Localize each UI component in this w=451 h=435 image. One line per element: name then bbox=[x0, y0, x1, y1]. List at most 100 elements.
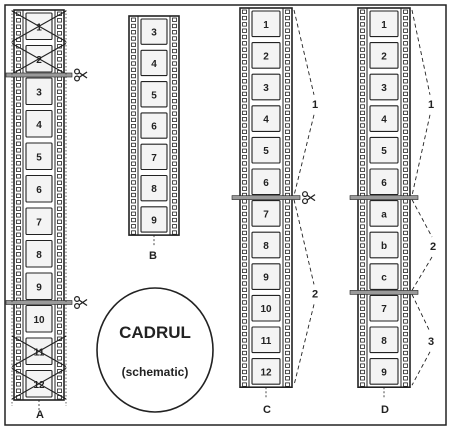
sprocket-hole bbox=[403, 306, 408, 311]
sprocket-hole bbox=[285, 268, 290, 273]
sprocket-hole bbox=[16, 167, 21, 172]
sprocket-hole bbox=[360, 180, 365, 185]
cross-out-mark bbox=[11, 10, 67, 42]
sprocket-hole bbox=[285, 28, 290, 33]
frame-number: 1 bbox=[263, 20, 269, 31]
sprocket-hole bbox=[57, 141, 62, 146]
sprocket-hole bbox=[360, 123, 365, 128]
sprocket-hole bbox=[285, 363, 290, 368]
sprocket-hole bbox=[285, 256, 290, 261]
sprocket-hole bbox=[360, 249, 365, 255]
sprocket-hole bbox=[285, 98, 290, 103]
sprocket-hole bbox=[242, 53, 247, 59]
sprocket-hole bbox=[131, 98, 136, 104]
sprocket-hole bbox=[403, 15, 408, 21]
film-frame: 4 bbox=[251, 105, 281, 132]
sprocket-hole bbox=[285, 300, 290, 305]
sprocket-hole bbox=[57, 278, 62, 283]
sprocket-hole bbox=[285, 22, 290, 27]
sprocket-hole bbox=[131, 192, 136, 198]
sprocket-hole bbox=[172, 230, 177, 235]
sprocket-hole bbox=[57, 122, 62, 127]
film-frame: 5 bbox=[25, 142, 53, 171]
sprocket-hole bbox=[57, 349, 62, 354]
sprocket-hole bbox=[242, 15, 247, 21]
frame-number: 3 bbox=[36, 87, 42, 98]
frame-number: 7 bbox=[263, 209, 269, 220]
sprocket-hole bbox=[131, 180, 136, 185]
sprocket-hole bbox=[285, 344, 290, 349]
sprocket-hole bbox=[403, 53, 408, 59]
sprocket-hole bbox=[57, 18, 62, 23]
cross-out-mark bbox=[11, 368, 67, 400]
sprocket-hole bbox=[242, 369, 247, 375]
sprocket-hole bbox=[172, 205, 177, 210]
sprocket-hole bbox=[285, 293, 290, 299]
sprocket-hole bbox=[131, 136, 136, 141]
frame-number: 7 bbox=[36, 217, 42, 228]
cross-out-mark bbox=[11, 335, 67, 367]
sprocket-hole bbox=[360, 319, 365, 324]
sprocket-hole bbox=[57, 265, 62, 270]
sprocket-hole bbox=[57, 226, 62, 231]
sprocket-hole bbox=[16, 148, 21, 153]
sprocket-hole bbox=[131, 174, 136, 179]
sprocket-hole bbox=[360, 53, 365, 59]
film-frame: 3 bbox=[369, 73, 399, 101]
sprocket-hole bbox=[57, 187, 62, 192]
sprocket-hole bbox=[57, 356, 62, 361]
sprocket-hole bbox=[403, 9, 408, 14]
sprocket-hole bbox=[285, 85, 290, 90]
sprocket-hole bbox=[57, 200, 62, 205]
sprocket-hole bbox=[360, 344, 365, 349]
sprocket-hole bbox=[285, 376, 290, 381]
frame-number: 8 bbox=[36, 250, 42, 261]
frame-number: 9 bbox=[381, 367, 387, 378]
film-frame: 6 bbox=[369, 168, 399, 196]
sprocket-hole bbox=[16, 330, 21, 335]
sprocket-hole bbox=[172, 48, 177, 54]
film-frame: 6 bbox=[140, 112, 168, 139]
sprocket-hole bbox=[57, 161, 62, 166]
sprocket-hole bbox=[16, 232, 21, 237]
sprocket-hole bbox=[242, 237, 247, 242]
film-frame: 5 bbox=[140, 81, 168, 108]
sprocket-hole bbox=[16, 187, 21, 192]
cut-line bbox=[349, 290, 419, 295]
sprocket-hole bbox=[242, 306, 247, 311]
group-label: 1 bbox=[312, 99, 318, 111]
frame-number: 8 bbox=[151, 184, 157, 195]
sprocket-hole bbox=[360, 9, 365, 14]
film-frame: 8 bbox=[140, 174, 168, 202]
sprocket-hole bbox=[285, 161, 290, 166]
sprocket-hole bbox=[172, 130, 177, 135]
sprocket-hole bbox=[403, 173, 408, 179]
sprocket-hole bbox=[360, 243, 365, 248]
sprocket-hole bbox=[242, 300, 247, 305]
sprocket-hole bbox=[16, 310, 21, 315]
sprocket-hole bbox=[360, 60, 365, 65]
sprocket-hole bbox=[242, 281, 247, 286]
sprocket-hole bbox=[285, 205, 290, 210]
cut-line bbox=[5, 300, 73, 305]
film-frame: 5 bbox=[369, 136, 399, 164]
sprocket-hole bbox=[16, 161, 21, 166]
film-frame: 7 bbox=[369, 294, 399, 322]
sprocket-hole bbox=[360, 281, 365, 286]
sprocket-hole bbox=[360, 338, 365, 343]
sprocket-hole bbox=[403, 98, 408, 103]
sprocket-hole bbox=[285, 91, 290, 97]
sprocket-hole bbox=[16, 284, 21, 289]
sprocket-hole bbox=[403, 262, 408, 267]
sprocket-hole bbox=[360, 211, 365, 217]
sprocket-hole bbox=[16, 180, 21, 185]
sprocket-hole bbox=[16, 96, 21, 101]
group-brace: 3 bbox=[411, 294, 434, 386]
sprocket-hole bbox=[285, 319, 290, 324]
sprocket-hole bbox=[16, 271, 21, 276]
film-frame: 8 bbox=[251, 231, 281, 259]
cross-out-mark bbox=[11, 43, 67, 75]
sprocket-hole bbox=[57, 310, 62, 315]
sprocket-hole bbox=[285, 382, 290, 387]
